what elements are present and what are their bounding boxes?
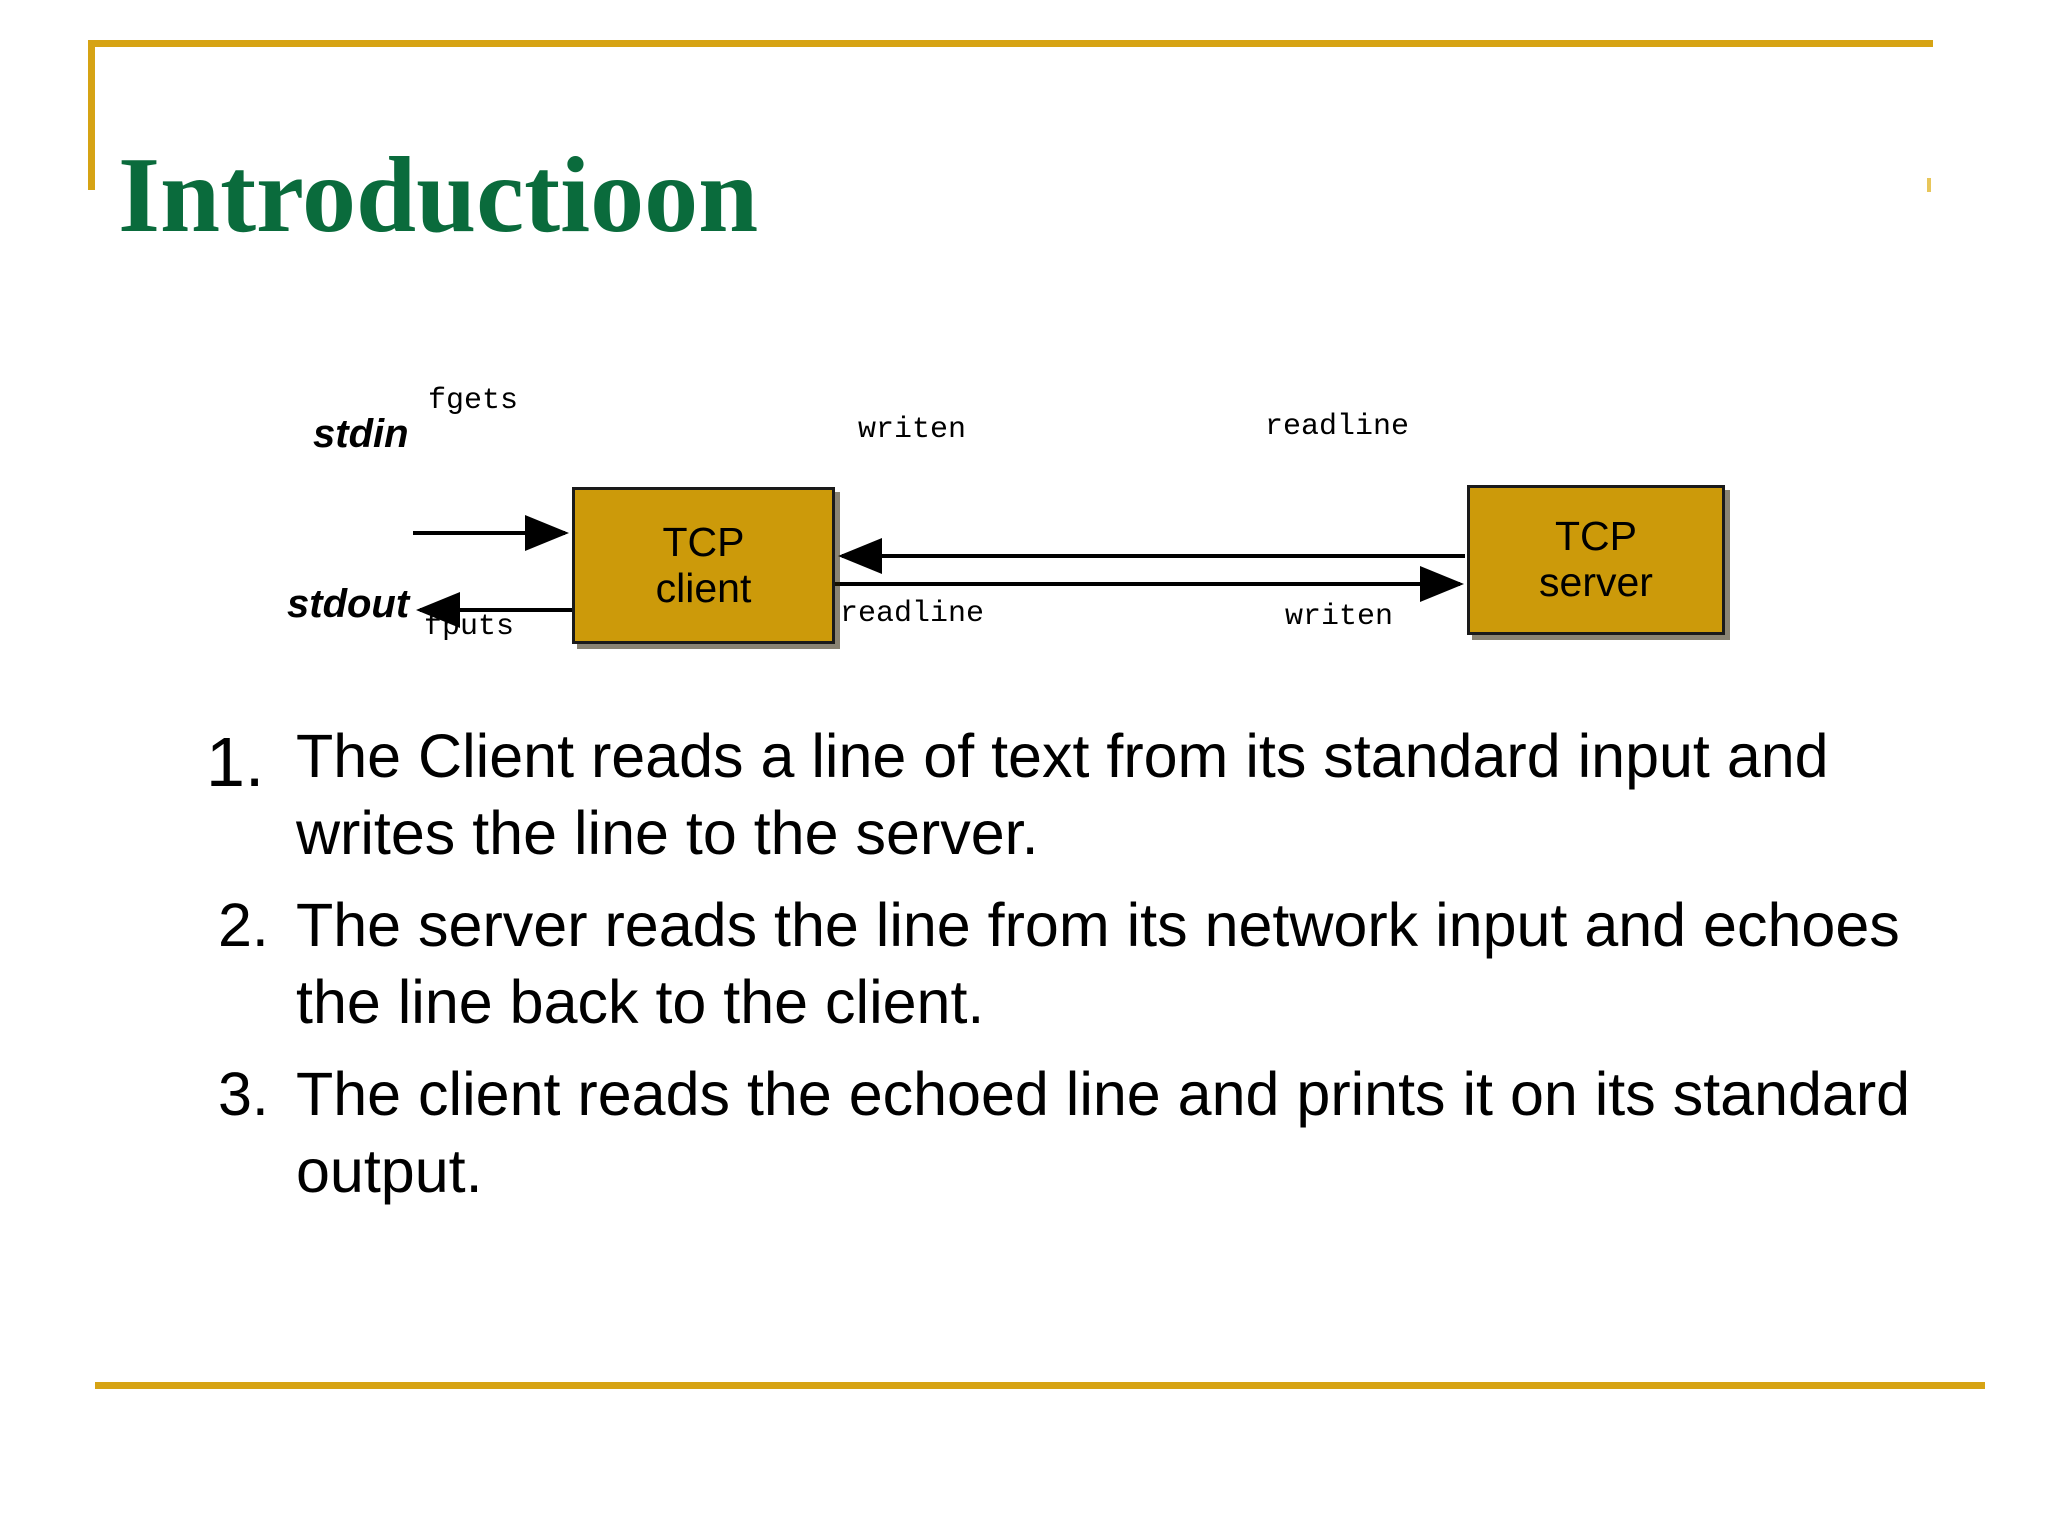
diagram-arrows <box>413 515 1465 628</box>
title-rule-left <box>88 40 95 190</box>
page-title: Introductioon <box>118 136 759 256</box>
title-rule-top <box>88 40 1933 47</box>
stdin-label: stdin <box>313 412 409 456</box>
tcp-server-line1: TCP <box>1555 513 1637 560</box>
tcp-client-node: TCP client <box>572 487 835 644</box>
step-number: 3. <box>218 1059 269 1128</box>
tcp-server-line2: server <box>1539 559 1653 605</box>
tcp-echo-diagram: TCP client TCP server stdin stdout fgets… <box>0 384 2048 670</box>
list-item: 3. The client reads the echoed line and … <box>218 1056 1978 1211</box>
client-writen-label: writen <box>858 413 967 447</box>
steps-list: 1. The Client reads a line of text from … <box>206 718 1978 1225</box>
step-text: The client reads the echoed line and pri… <box>296 1059 1911 1206</box>
step-text: The server reads the line from its netwo… <box>296 890 1900 1037</box>
list-item: 1. The Client reads a line of text from … <box>206 718 1978 873</box>
bottom-rule <box>95 1382 1985 1389</box>
step-number: 1. <box>206 723 265 801</box>
step-number: 2. <box>218 890 269 959</box>
list-item: 2. The server reads the line from its ne… <box>218 887 1978 1042</box>
title-rule-tick <box>1927 178 1931 192</box>
tcp-client-line1: TCP <box>662 518 745 565</box>
step-text: The Client reads a line of text from its… <box>296 722 1829 868</box>
fgets-label: fgets <box>428 384 519 418</box>
server-readline-label: readline <box>1265 410 1410 444</box>
stdout-label: stdout <box>287 582 410 626</box>
tcp-client-line2: client <box>655 564 752 611</box>
fputs-label: fputs <box>424 610 515 644</box>
server-writen-label: writen <box>1285 600 1394 634</box>
client-readline-label: readline <box>840 597 985 631</box>
tcp-server-node: TCP server <box>1467 485 1725 635</box>
